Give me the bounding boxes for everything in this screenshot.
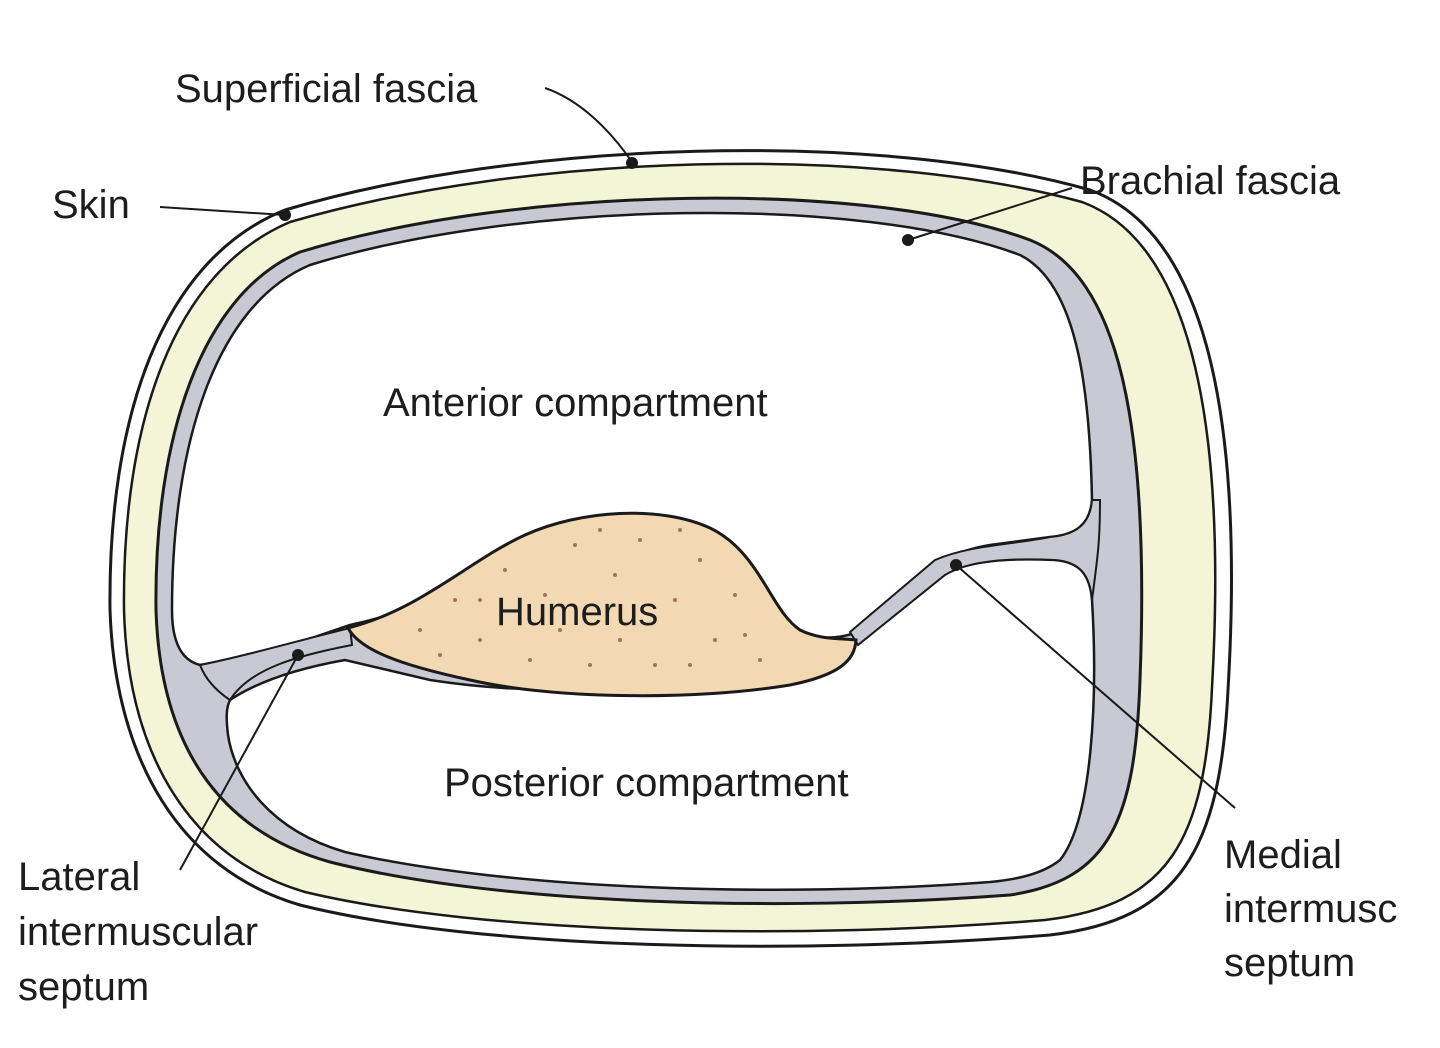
label-lateral-line-2: intermuscular xyxy=(18,910,259,954)
leader-skin xyxy=(159,206,286,216)
leader-lines xyxy=(159,87,1236,871)
leader-superficial-fascia xyxy=(544,87,633,163)
label-humerus: Humerus xyxy=(496,590,659,634)
leader-dots xyxy=(279,157,962,661)
label-lateral-line-1: Lateral xyxy=(18,855,141,899)
label-posterior-compartment: Posterior compartment xyxy=(444,761,849,805)
label-brachial-fascia: Brachial fascia xyxy=(1080,159,1341,203)
label-lateral-line-3: septum xyxy=(18,965,150,1009)
label-anterior-compartment: Anterior compartment xyxy=(383,381,768,425)
leader-medial-septum xyxy=(955,564,1236,809)
label-medial-line-3: septum xyxy=(1224,941,1356,985)
label-medial-intermuscular-septum: Medial intermusc septum xyxy=(1224,828,1397,990)
label-medial-line-2: intermusc xyxy=(1224,887,1398,931)
leader-brachial-fascia xyxy=(907,187,1073,241)
humerus-stipple xyxy=(418,528,762,667)
leader-lateral-septum xyxy=(179,654,299,871)
lateral-intermuscular-septum xyxy=(198,626,354,702)
label-medial-line-1: Medial xyxy=(1224,833,1342,877)
label-lateral-intermuscular-septum: Lateral intermuscular septum xyxy=(18,850,258,1015)
humerus-bone xyxy=(345,511,858,698)
label-skin: Skin xyxy=(52,183,130,227)
medial-intermuscular-septum xyxy=(848,499,1102,647)
label-superficial-fascia: Superficial fascia xyxy=(175,67,478,111)
